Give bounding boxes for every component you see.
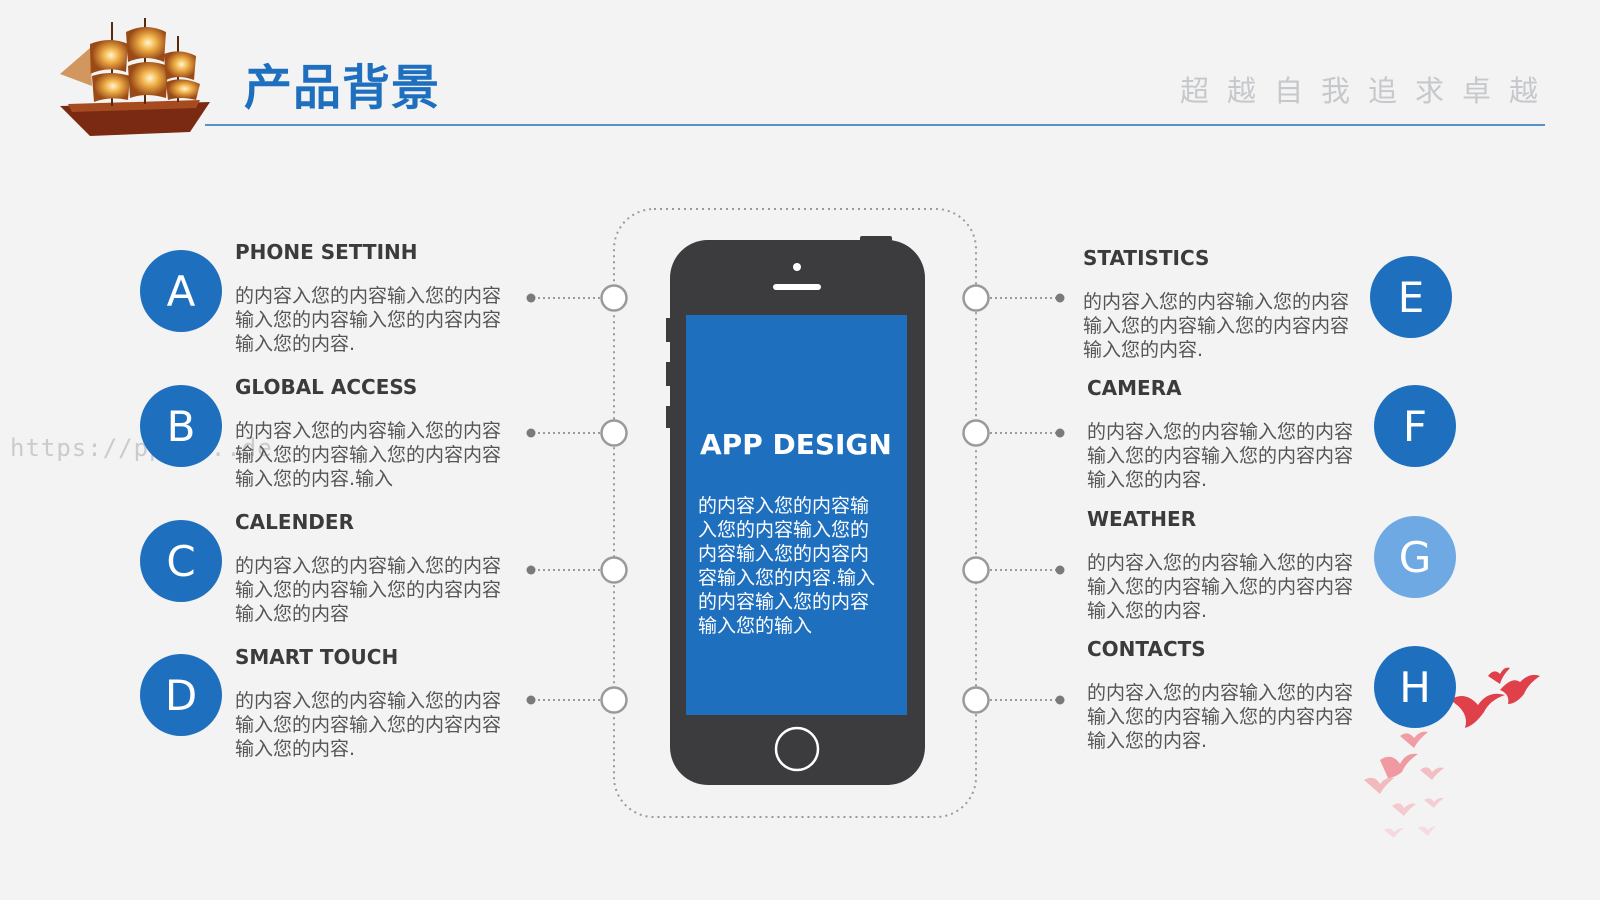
item-text-statistics: 的内容入您的内容输入您的内容输入您的内容输入您的内容内容输入您的内容.	[1083, 291, 1350, 361]
item-text-camera: 的内容入您的内容输入您的内容输入您的内容输入您的内容内容输入您的内容.	[1087, 421, 1354, 491]
watermark-text: https://ppt....de	[10, 434, 273, 462]
badge-h: H	[1374, 646, 1456, 728]
slogan: 超越自我追求卓越	[1180, 74, 1557, 108]
item-title-statistics: STATISTICS	[1083, 246, 1210, 270]
item-title-global-access: GLOBAL ACCESS	[235, 375, 418, 399]
smartphone-icon	[666, 236, 925, 785]
badge-a: A	[140, 250, 222, 332]
item-title-weather: WEATHER	[1087, 507, 1197, 531]
item-text-calender: 的内容入您的内容输入您的内容输入您的内容输入您的内容内容输入您的内容	[235, 555, 502, 625]
birds-icon	[1364, 667, 1540, 838]
item-title-phone-setting: PHONE SETTINH	[235, 240, 418, 264]
item-text-phone-setting: 的内容入您的内容输入您的内容输入您的内容输入您的内容内容输入您的内容.	[235, 285, 502, 355]
badge-f: F	[1374, 385, 1456, 467]
phone-screen-title: APP DESIGN	[700, 428, 892, 461]
item-text-global-access: 的内容入您的内容输入您的内容输入您的内容输入您的内容内容输入您的内容.输入	[235, 420, 502, 490]
badge-c: C	[140, 520, 222, 602]
badge-g: G	[1374, 516, 1456, 598]
phone-screen-text: 的内容入您的内容输入您的内容输入您的内容输入您的内容内容输入您的内容.输入的内容…	[698, 495, 876, 637]
ship-icon	[60, 18, 210, 136]
header-divider	[205, 124, 1545, 126]
item-title-contacts: CONTACTS	[1087, 637, 1206, 661]
item-text-contacts: 的内容入您的内容输入您的内容输入您的内容输入您的内容内容输入您的内容.	[1087, 682, 1354, 752]
item-text-weather: 的内容入您的内容输入您的内容输入您的内容输入您的内容内容输入您的内容.	[1087, 552, 1354, 622]
badge-d: D	[140, 654, 222, 736]
item-title-camera: CAMERA	[1087, 376, 1182, 400]
item-title-smart-touch: SMART TOUCH	[235, 645, 399, 669]
page-title: 产品背景	[244, 60, 441, 116]
badge-b: B	[140, 385, 222, 467]
item-text-smart-touch: 的内容入您的内容输入您的内容输入您的内容输入您的内容内容输入您的内容.	[235, 690, 502, 760]
item-title-calender: CALENDER	[235, 510, 354, 534]
badge-e: E	[1370, 256, 1452, 338]
